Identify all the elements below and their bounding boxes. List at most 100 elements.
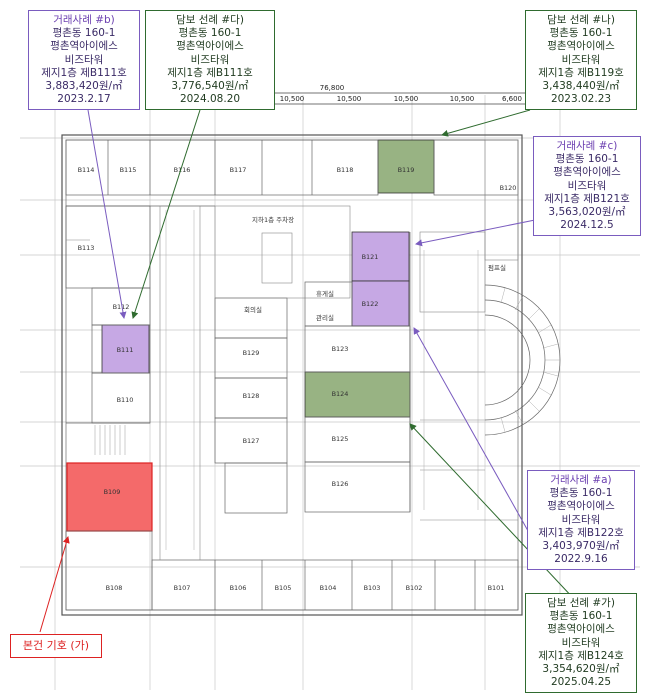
callout-line: 제지1층 제B124호 bbox=[538, 649, 624, 662]
unit-label: B109 bbox=[104, 488, 121, 496]
unit-label: B105 bbox=[275, 584, 292, 592]
unit-label: B120 bbox=[500, 184, 517, 192]
callout-date: 2023.02.23 bbox=[550, 93, 612, 106]
callout-date: 2023.2.17 bbox=[57, 93, 111, 106]
callout-price: 3,403,970원/㎡ bbox=[542, 540, 620, 553]
callout-line: 비즈타워 bbox=[64, 53, 104, 66]
callout-date: 2025.04.25 bbox=[550, 676, 612, 689]
callout-case-a: 거래사례 #a) 평촌동 160-1 평촌역아이에스 비즈타워 제지1층 제B1… bbox=[527, 470, 635, 570]
unit-label: B118 bbox=[337, 166, 354, 174]
leader-collateral-na bbox=[441, 109, 531, 137]
room-label-pump: 펌프실 bbox=[488, 263, 506, 272]
unit-label: B113 bbox=[78, 244, 95, 252]
unit-label: B114 bbox=[78, 166, 95, 174]
callout-line: 평촌역아이에스 bbox=[547, 40, 615, 53]
dimension-segment: 10,500 bbox=[280, 95, 305, 103]
unit-b111-highlight bbox=[101, 324, 150, 374]
callout-line: 평촌동 160-1 bbox=[555, 153, 619, 166]
callout-title: 거래사례 #a) bbox=[550, 474, 612, 486]
unit-label: B116 bbox=[174, 166, 191, 174]
unit-b122-highlight bbox=[351, 280, 410, 327]
room-label-office: 관리실 bbox=[316, 313, 334, 322]
unit-label: B115 bbox=[120, 166, 137, 174]
unit-label: B127 bbox=[243, 437, 260, 445]
unit-label: B102 bbox=[406, 584, 423, 592]
unit-b124-highlight bbox=[304, 371, 411, 418]
unit-label: B104 bbox=[320, 584, 337, 592]
unit-label: B119 bbox=[398, 166, 415, 174]
callout-price: 3,776,540원/㎡ bbox=[171, 80, 249, 93]
callout-price: 3,883,420원/㎡ bbox=[45, 80, 123, 93]
callout-title: 거래사례 #b) bbox=[53, 14, 115, 26]
callout-line: 평촌동 160-1 bbox=[549, 27, 613, 40]
callout-line: 평촌동 160-1 bbox=[52, 27, 116, 40]
callout-title: 담보 선례 #다) bbox=[176, 14, 244, 26]
callout-case-b: 거래사례 #b) 평촌동 160-1 평촌역아이에스 비즈타워 제지1층 제B1… bbox=[28, 10, 140, 110]
callout-price: 3,563,020원/㎡ bbox=[548, 206, 626, 219]
callout-line: 평촌역아이에스 bbox=[553, 166, 621, 179]
callout-collateral-na: 담보 선례 #나) 평촌동 160-1 평촌역아이에스 비즈타워 제지1층 제B… bbox=[525, 10, 637, 110]
dimension-total: 76,800 bbox=[320, 84, 345, 92]
callout-line: 비즈타워 bbox=[190, 53, 230, 66]
callout-line: 제지1층 제B122호 bbox=[538, 526, 624, 539]
dimension-segment: 10,500 bbox=[450, 95, 475, 103]
unit-label: B111 bbox=[117, 346, 134, 354]
callout-line: 평촌동 160-1 bbox=[549, 610, 613, 623]
unit-label: B107 bbox=[174, 584, 191, 592]
callout-date: 2022.9.16 bbox=[554, 553, 608, 566]
callout-line: 평촌역아이에스 bbox=[547, 500, 615, 513]
callout-line: 제지1층 제B121호 bbox=[544, 192, 630, 205]
unit-label: B117 bbox=[230, 166, 247, 174]
leader-case-c bbox=[415, 219, 536, 247]
callout-line: 비즈타워 bbox=[561, 53, 601, 66]
callout-price: 3,438,440원/㎡ bbox=[542, 80, 620, 93]
unit-label: B123 bbox=[332, 345, 349, 353]
unit-label: B112 bbox=[113, 303, 130, 311]
unit-b121-highlight bbox=[351, 231, 410, 282]
callout-collateral-ga: 담보 선례 #가) 평촌동 160-1 평촌역아이에스 비즈타워 제지1층 제B… bbox=[525, 593, 637, 693]
callout-line: 평촌역아이에스 bbox=[176, 40, 244, 53]
callout-price: 3,354,620원/㎡ bbox=[542, 663, 620, 676]
unit-label: B103 bbox=[364, 584, 381, 592]
unit-label: B125 bbox=[332, 435, 349, 443]
unit-label: B129 bbox=[243, 349, 260, 357]
callout-collateral-da: 담보 선례 #다) 평촌동 160-1 평촌역아이에스 비즈타워 제지1층 제B… bbox=[145, 10, 275, 110]
unit-label: B101 bbox=[488, 584, 505, 592]
callout-line: 평촌역아이에스 bbox=[50, 40, 118, 53]
callout-line: 제지1층 제B111호 bbox=[167, 66, 253, 79]
unit-label: B126 bbox=[332, 480, 349, 488]
leader-collateral-da bbox=[131, 109, 201, 319]
callout-line: 평촌동 160-1 bbox=[549, 487, 613, 500]
callout-date: 2024.08.20 bbox=[179, 93, 241, 106]
dimension-segment: 10,500 bbox=[394, 95, 419, 103]
subject-property-label: 본건 기호 (가) bbox=[10, 634, 102, 658]
unit-label: B121 bbox=[362, 253, 379, 261]
callout-line: 평촌역아이에스 bbox=[547, 623, 615, 636]
leader-subject bbox=[39, 536, 70, 633]
room-label-meeting: 회의실 bbox=[244, 305, 262, 314]
unit-label: B122 bbox=[362, 300, 379, 308]
callout-line: 제지1층 제B119호 bbox=[538, 66, 624, 79]
unit-b109-highlight bbox=[66, 462, 153, 532]
callout-line: 비즈타워 bbox=[561, 636, 601, 649]
callout-case-c: 거래사례 #c) 평촌동 160-1 평촌역아이에스 비즈타워 제지1층 제B1… bbox=[533, 136, 641, 236]
unit-label: B128 bbox=[243, 392, 260, 400]
dimension-segment: 6,600 bbox=[502, 95, 522, 103]
leader-case-a bbox=[413, 327, 533, 539]
unit-b119-highlight bbox=[377, 139, 435, 194]
unit-label: B124 bbox=[332, 390, 349, 398]
callout-line: 비즈타워 bbox=[567, 179, 607, 192]
unit-label: B110 bbox=[117, 396, 134, 404]
callout-title: 담보 선례 #나) bbox=[547, 14, 615, 26]
callout-title: 거래사례 #c) bbox=[556, 140, 618, 152]
unit-label: B108 bbox=[106, 584, 123, 592]
room-label-lounge: 휴게실 bbox=[316, 289, 334, 298]
callout-title: 담보 선례 #가) bbox=[547, 597, 615, 609]
unit-label: B106 bbox=[230, 584, 247, 592]
leader-collateral-ga bbox=[409, 423, 576, 601]
callout-date: 2024.12.5 bbox=[560, 219, 614, 232]
callout-line: 비즈타워 bbox=[561, 513, 601, 526]
callout-line: 평촌동 160-1 bbox=[178, 27, 242, 40]
room-label-parking: 지하1층 주차장 bbox=[252, 215, 294, 224]
